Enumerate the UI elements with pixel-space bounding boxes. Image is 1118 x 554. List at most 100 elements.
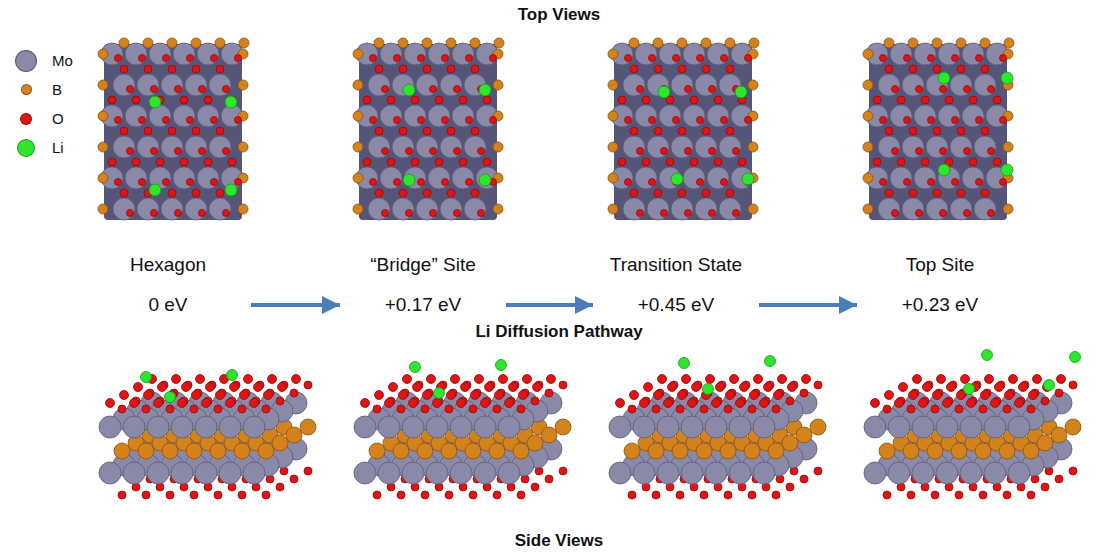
top-view <box>608 38 759 220</box>
o-atom <box>981 189 989 197</box>
b-atom <box>493 80 503 90</box>
o-atom <box>156 158 164 166</box>
b-atom <box>494 38 504 48</box>
o-atom <box>120 127 128 135</box>
o-atom <box>678 189 686 197</box>
o-atom <box>625 55 632 62</box>
o-atom <box>192 127 200 135</box>
b-atom <box>701 38 711 48</box>
o-atom <box>702 127 710 135</box>
o-atom <box>423 65 431 73</box>
mo-atom <box>171 416 193 438</box>
o-atom <box>709 86 716 93</box>
o-atom <box>375 189 383 197</box>
o-atom <box>630 127 638 135</box>
o-atom <box>885 391 894 400</box>
o-atom <box>976 179 983 186</box>
o-atom <box>726 65 734 73</box>
o-atom <box>1055 389 1063 397</box>
o-atom <box>786 483 794 491</box>
o-atom <box>931 405 939 413</box>
o-atom <box>788 383 797 392</box>
o-atom <box>988 148 995 155</box>
o-atom <box>451 375 460 384</box>
li-atom <box>735 86 747 98</box>
o-atom <box>559 467 567 475</box>
mo-atom <box>404 43 426 65</box>
b-atom <box>114 443 130 459</box>
mo-atom <box>681 416 703 438</box>
o-atom <box>979 405 987 413</box>
mo-atom <box>426 416 448 438</box>
mo-atom <box>914 43 936 65</box>
o-atom <box>505 399 514 408</box>
o-atom <box>716 383 725 392</box>
o-atom <box>885 65 893 73</box>
b-atom <box>98 142 108 152</box>
b-atom <box>999 443 1015 459</box>
mo-atom <box>380 105 402 127</box>
b-atom <box>353 49 363 59</box>
li-atom <box>1001 72 1013 84</box>
b-atom <box>393 443 409 459</box>
o-atom <box>447 391 456 400</box>
b-atom <box>541 427 557 443</box>
o-atom <box>892 148 899 155</box>
o-atom <box>370 55 377 62</box>
top-view <box>98 38 249 220</box>
o-atom <box>745 117 752 124</box>
mo-atom <box>707 105 729 127</box>
o-atom <box>139 117 146 124</box>
mo-atom <box>197 43 219 65</box>
mo-atom <box>974 198 996 220</box>
li-atom <box>225 96 237 108</box>
state-name: Transition State <box>596 254 756 276</box>
o-atom <box>523 375 532 384</box>
b-atom <box>470 38 480 48</box>
b-atom <box>398 38 408 48</box>
o-atom <box>394 55 401 62</box>
o-atom <box>545 389 553 397</box>
b-atom <box>527 435 543 451</box>
mo-atom <box>197 105 219 127</box>
o-atom <box>957 127 965 135</box>
mo-atom <box>378 462 400 484</box>
o-atom <box>373 491 381 499</box>
o-atom <box>493 405 501 413</box>
mo-atom <box>878 198 900 220</box>
o-atom <box>238 405 246 413</box>
mo-atom <box>938 105 960 127</box>
legend-swatch <box>15 50 37 72</box>
o-atom <box>750 391 759 400</box>
mo-atom <box>890 105 912 127</box>
o-atom <box>168 189 176 197</box>
mo-atom <box>428 43 450 65</box>
o-atom <box>628 491 636 499</box>
li-atom <box>165 392 176 403</box>
o-atom <box>240 391 249 400</box>
legend-text: O <box>52 110 64 127</box>
o-atom <box>685 148 692 155</box>
o-atom <box>445 491 453 499</box>
o-atom <box>673 55 680 62</box>
o-atom <box>933 391 942 400</box>
o-atom <box>748 405 756 413</box>
o-atom <box>254 383 263 392</box>
li-atom <box>410 362 421 373</box>
o-atom <box>940 210 947 217</box>
arrow-connector <box>506 303 593 307</box>
swatch-holder <box>6 46 46 75</box>
o-atom <box>278 383 287 392</box>
o-atom <box>499 375 508 384</box>
o-atom <box>190 491 198 499</box>
mo-atom <box>864 416 886 438</box>
o-atom <box>471 189 479 197</box>
mo-atom <box>659 105 681 127</box>
o-atom <box>531 483 539 491</box>
o-atom <box>706 375 715 384</box>
o-atom <box>897 96 905 104</box>
o-atom <box>666 158 674 166</box>
mo-atom <box>707 167 729 189</box>
mo-atom <box>888 416 910 438</box>
o-atom <box>916 210 923 217</box>
